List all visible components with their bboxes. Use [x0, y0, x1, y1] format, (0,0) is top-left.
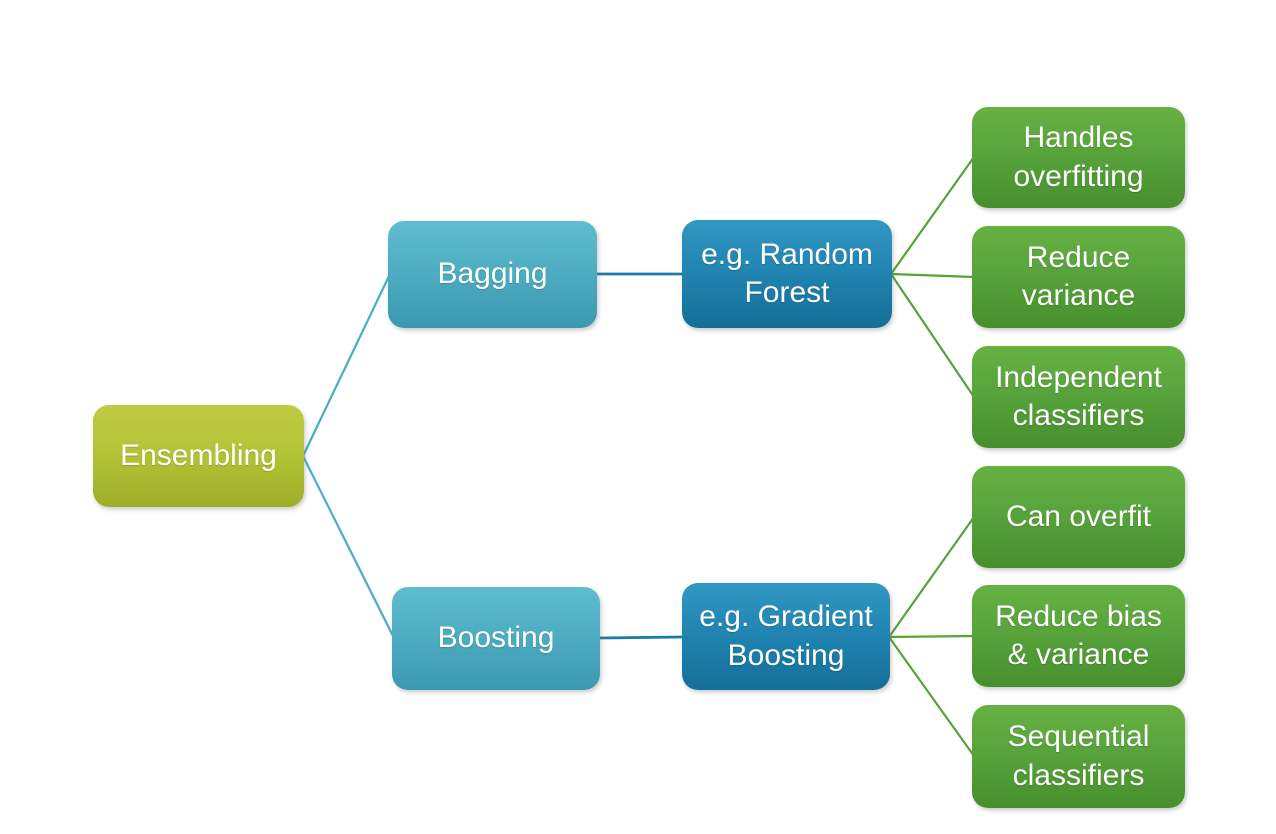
node-ensembling-label: Ensembling: [120, 438, 277, 472]
node-ensembling: Ensembling: [93, 405, 304, 507]
node-sequential-classifiers: Sequential classifiers: [972, 705, 1185, 808]
node-reduce-variance-label: Reduce variance: [1021, 240, 1136, 312]
node-boosting-label: Boosting: [437, 621, 555, 655]
connector-randomforest-reduce-variance: [890, 272, 975, 279]
connector-gradientboosting-reduce-bias-variance: [888, 634, 975, 639]
node-sequential-classifiers-label: Sequential classifiers: [1007, 720, 1150, 792]
node-random-forest: e.g. Random Forest: [682, 220, 892, 328]
node-bagging: Bagging: [388, 221, 597, 328]
node-boosting: Boosting: [392, 587, 600, 690]
node-reduce-variance: Reduce variance: [972, 226, 1185, 328]
node-reduce-bias-variance: Reduce bias & variance: [972, 585, 1185, 687]
connector-ensembling-boosting: [302, 455, 395, 639]
node-handles-overfitting: Handles overfitting: [972, 107, 1185, 208]
node-bagging-label: Bagging: [437, 257, 548, 291]
node-independent-classifiers: Independent classifiers: [972, 346, 1185, 448]
connector-randomforest-handles-overfitting: [890, 156, 975, 275]
node-can-overfit: Can overfit: [972, 466, 1185, 568]
node-gradient-boosting: e.g. Gradient Boosting: [682, 583, 890, 690]
node-reduce-bias-variance-label: Reduce bias & variance: [995, 599, 1162, 671]
node-gradient-boosting-label: e.g. Gradient Boosting: [699, 600, 873, 672]
node-independent-classifiers-label: Independent classifiers: [995, 360, 1162, 432]
connector-gradientboosting-can-overfit: [888, 516, 975, 638]
node-random-forest-label: e.g. Random Forest: [701, 237, 873, 309]
connector-randomforest-independent-classifiers: [890, 273, 975, 398]
connector-gradientboosting-sequential-classifiers: [888, 636, 975, 757]
node-handles-overfitting-label: Handles overfitting: [1013, 121, 1144, 193]
connector-boosting-gradientboosting: [597, 635, 685, 640]
connector-ensembling-bagging: [302, 273, 391, 457]
node-can-overfit-label: Can overfit: [1005, 499, 1152, 533]
